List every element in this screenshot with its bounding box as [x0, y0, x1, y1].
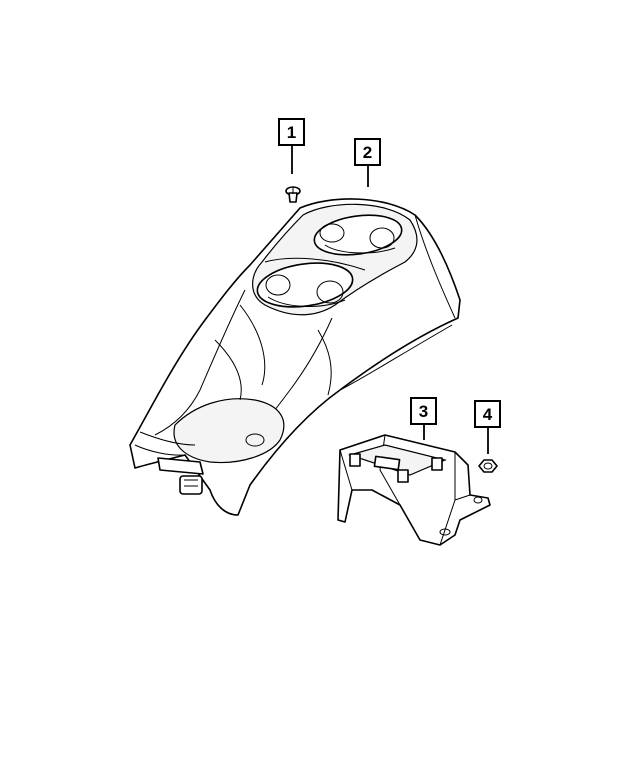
screw-part[interactable] — [285, 186, 301, 203]
console-part[interactable] — [129, 198, 461, 516]
callout-2-label: 2 — [363, 143, 372, 162]
callout-3-label: 3 — [419, 402, 428, 421]
callout-1-label: 1 — [287, 123, 296, 142]
callout-2[interactable]: 2 — [354, 138, 381, 187]
nut-part[interactable] — [478, 459, 498, 473]
callout-4[interactable]: 4 — [474, 400, 501, 454]
callout-1[interactable]: 1 — [278, 118, 305, 174]
callout-3[interactable]: 3 — [410, 397, 437, 440]
callout-4-label: 4 — [483, 405, 493, 424]
bracket-part[interactable] — [337, 434, 491, 546]
